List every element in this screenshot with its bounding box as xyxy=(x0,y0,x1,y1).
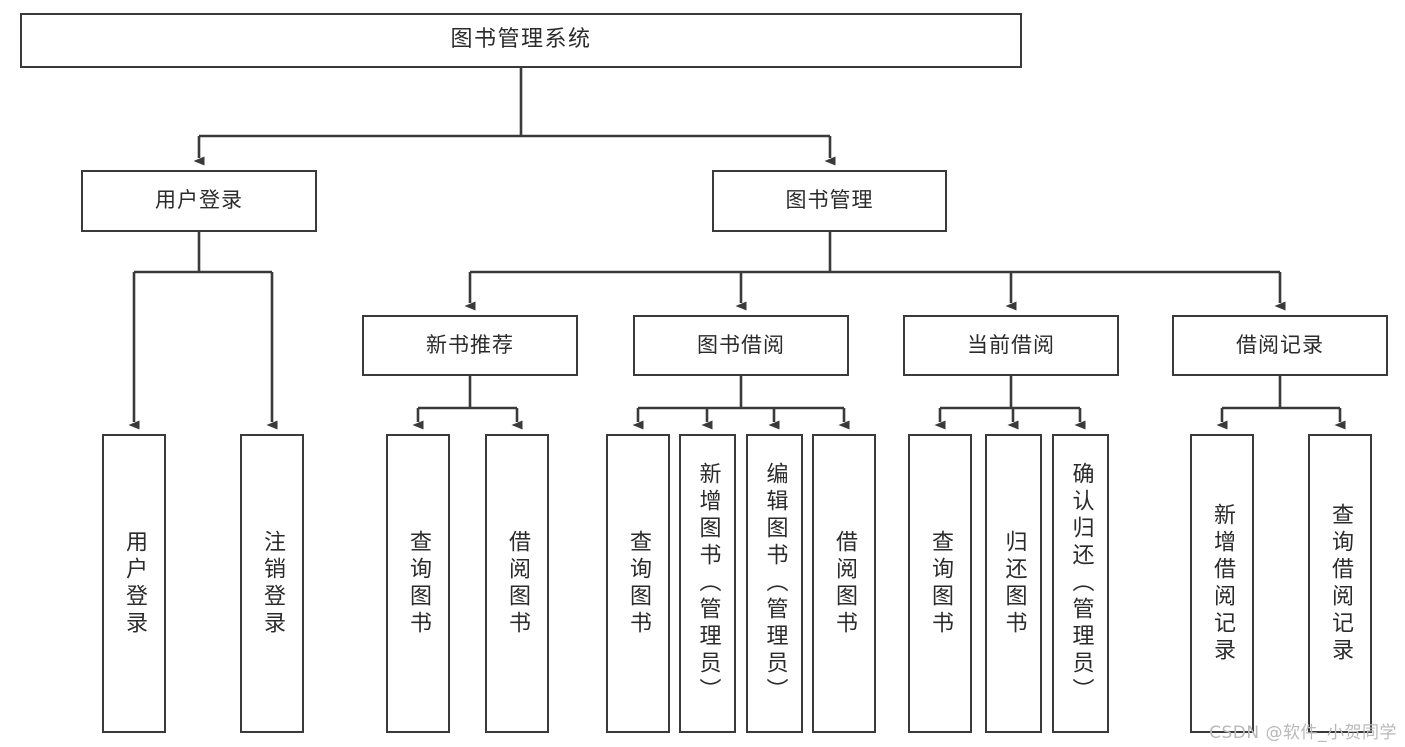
node-leaf-add-record[interactable]: 新增借阅记录 xyxy=(1190,434,1254,733)
node-leaf-add-book-label: 新增图书（管理员） xyxy=(695,462,721,705)
node-leaf-return-book-label: 归还图书 xyxy=(1001,529,1027,638)
node-new-book-recommend-label: 新书推荐 xyxy=(426,332,514,357)
node-leaf-query-book-3-label: 查询图书 xyxy=(928,529,953,638)
node-leaf-query-book-3[interactable]: 查询图书 xyxy=(908,434,972,733)
node-root-label: 图书管理系统 xyxy=(450,27,592,53)
node-borrow-record[interactable]: 借阅记录 xyxy=(1172,315,1388,376)
node-leaf-edit-book-label: 编辑图书（管理员） xyxy=(762,462,788,705)
node-leaf-add-record-label: 新增借阅记录 xyxy=(1210,502,1235,665)
node-leaf-borrow-book-2-label: 借阅图书 xyxy=(832,529,857,638)
node-leaf-borrow-book-1-label: 借阅图书 xyxy=(505,529,530,638)
node-current-borrow[interactable]: 当前借阅 xyxy=(903,315,1119,376)
node-leaf-add-book[interactable]: 新增图书（管理员） xyxy=(679,434,736,733)
node-current-borrow-label: 当前借阅 xyxy=(967,332,1055,357)
node-borrow-record-label: 借阅记录 xyxy=(1236,332,1324,357)
node-new-book-recommend[interactable]: 新书推荐 xyxy=(362,315,578,376)
node-leaf-query-book-1[interactable]: 查询图书 xyxy=(386,434,450,733)
node-leaf-confirm-return[interactable]: 确认归还（管理员） xyxy=(1052,434,1109,733)
node-leaf-user-login-label: 用户登录 xyxy=(122,529,147,638)
node-leaf-query-book-2-label: 查询图书 xyxy=(626,529,651,638)
node-leaf-return-book[interactable]: 归还图书 xyxy=(985,434,1042,733)
node-book-borrow[interactable]: 图书借阅 xyxy=(633,315,849,376)
node-leaf-query-record[interactable]: 查询借阅记录 xyxy=(1308,434,1372,733)
node-leaf-edit-book[interactable]: 编辑图书（管理员） xyxy=(746,434,803,733)
node-leaf-confirm-return-label: 确认归还（管理员） xyxy=(1068,462,1094,705)
node-leaf-user-logout[interactable]: 注销登录 xyxy=(240,434,304,733)
node-leaf-user-logout-label: 注销登录 xyxy=(260,529,285,638)
node-leaf-user-login[interactable]: 用户登录 xyxy=(102,434,166,733)
node-book-manage-label: 图书管理 xyxy=(785,188,874,213)
watermark: CSDN @软件_小贺同学 xyxy=(1209,723,1397,743)
node-user-login-label: 用户登录 xyxy=(155,188,243,213)
node-book-borrow-label: 图书借阅 xyxy=(697,332,785,357)
node-leaf-borrow-book-2[interactable]: 借阅图书 xyxy=(812,434,876,733)
node-user-login[interactable]: 用户登录 xyxy=(81,170,317,232)
node-root[interactable]: 图书管理系统 xyxy=(20,13,1022,68)
node-leaf-query-book-2[interactable]: 查询图书 xyxy=(606,434,670,733)
node-book-manage[interactable]: 图书管理 xyxy=(712,170,947,232)
node-leaf-query-record-label: 查询借阅记录 xyxy=(1328,502,1353,665)
node-leaf-query-book-1-label: 查询图书 xyxy=(406,529,431,638)
node-leaf-borrow-book-1[interactable]: 借阅图书 xyxy=(485,434,549,733)
